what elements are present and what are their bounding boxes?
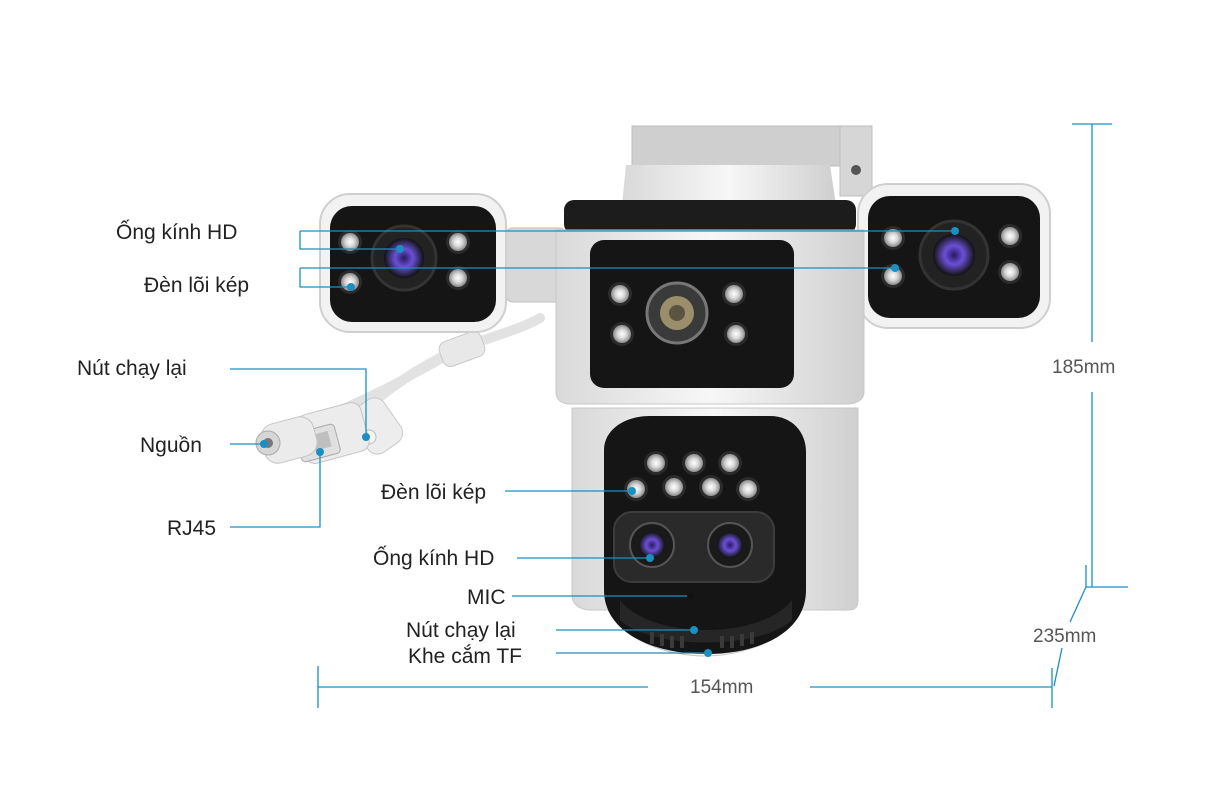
callout-lines [230,230,955,654]
led-group [338,224,1022,501]
label-nut-chay-lai-left: Nút chạy lại [77,357,187,380]
led-light [727,325,745,343]
dimension-width: 154mm [690,677,754,698]
led-light [611,285,629,303]
led-light [1001,227,1019,245]
dimension-height: 185mm [1052,357,1116,378]
label-khe-cam-tf: Khe cắm TF [408,645,522,668]
led-light [721,454,739,472]
callout-dots [260,227,959,657]
led-light [685,454,703,472]
led-light [739,480,757,498]
label-den-loi-kep-left: Đèn lõi kép [144,274,250,297]
dimension-lines [317,123,1128,708]
label-rj45: RJ45 [167,517,217,540]
led-light [725,285,743,303]
led-light [884,229,902,247]
label-nut-chay-lai-center: Nút chạy lại [406,619,516,642]
led-light [647,454,665,472]
label-ong-kinh-hd-center: Ống kính HD [373,547,495,570]
led-light [665,478,683,496]
label-mic: MIC [467,586,506,609]
label-den-loi-kep-center: Đèn lõi kép [381,481,487,504]
led-light [884,267,902,285]
led-light [1001,263,1019,281]
led-light [613,325,631,343]
led-light [449,233,467,251]
led-light [449,269,467,287]
label-ong-kinh-hd-left: Ống kính HD [116,221,238,244]
led-light [702,478,720,496]
dimension-depth: 235mm [1033,626,1097,647]
led-light [341,233,359,251]
camera-illustration [255,125,1051,657]
label-nguon: Nguồn [140,434,202,457]
